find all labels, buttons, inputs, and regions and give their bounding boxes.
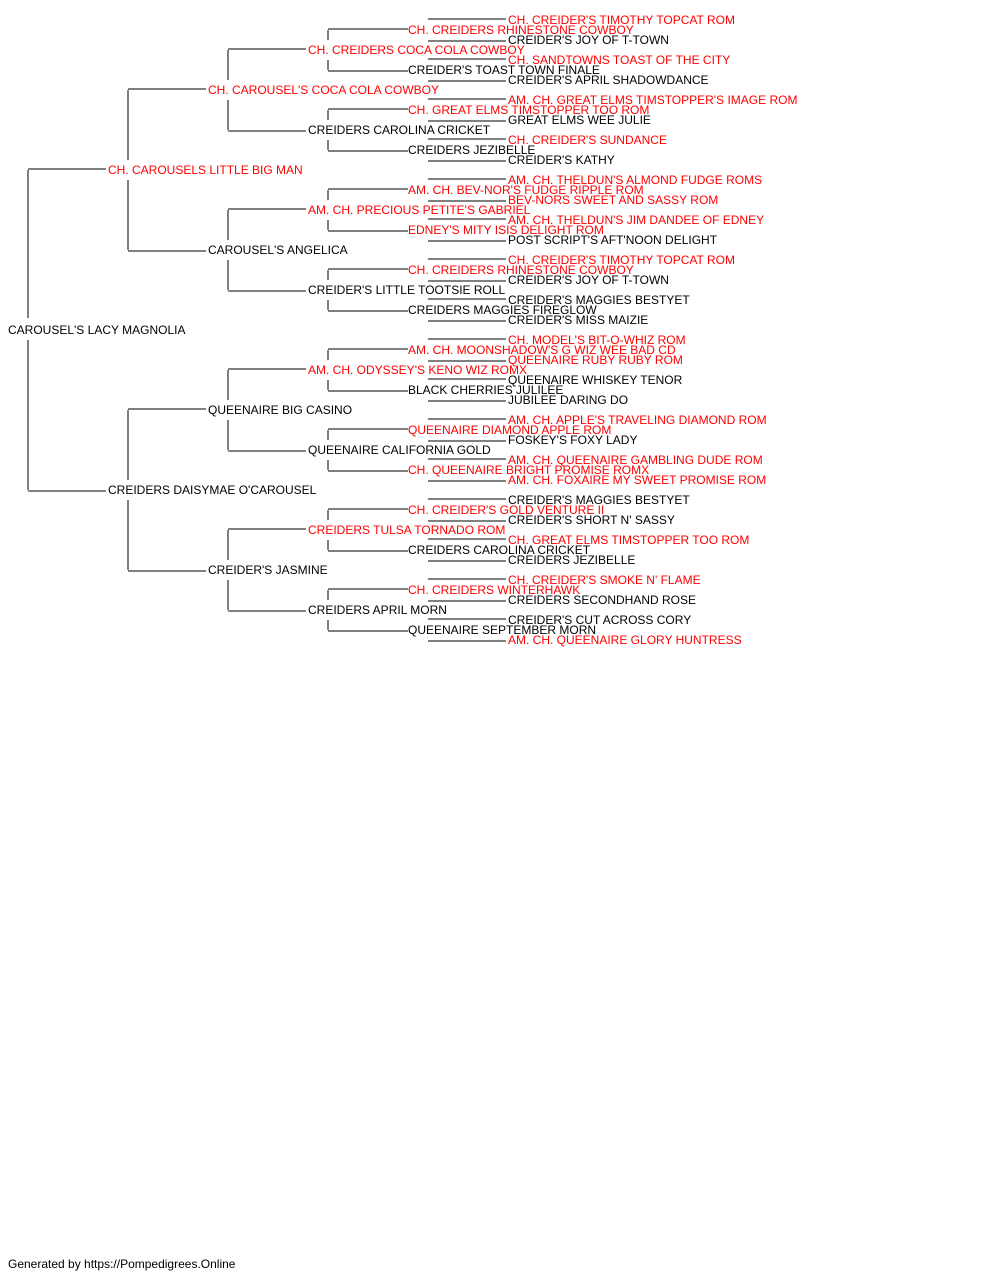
pedigree-name-sire-dam-dam-sire: CH. CREIDERS RHINESTONE COWBOY [408, 263, 634, 277]
pedigree-name-sire-sire-sire: CH. CREIDERS COCA COLA COWBOY [308, 43, 525, 57]
pedigree-name-sire-dam-dam: CREIDER'S LITTLE TOOTSIE ROLL [308, 283, 506, 297]
pedigree-name-sire-sire-dam: CREIDERS CAROLINA CRICKET [308, 123, 491, 137]
pedigree-name-dam-dam-sire-sire-sire: CREIDER'S MAGGIES BESTYET [508, 493, 690, 507]
pedigree-name-dam-dam-dam-sire-dam: CREIDERS SECONDHAND ROSE [508, 593, 696, 607]
pedigree-name-sire-sire-sire-sire-sire: CH. CREIDER'S TIMOTHY TOPCAT ROM [508, 13, 735, 27]
pedigree-name-dam-sire-sire-sire-dam: QUEENAIRE RUBY RUBY ROM [508, 353, 683, 367]
pedigree-name-dam-dam-dam-sire: CH. CREIDERS WINTERHAWK [408, 583, 580, 597]
pedigree-name-sire-dam: CAROUSEL'S ANGELICA [208, 243, 348, 257]
pedigree-name-sire-dam-dam-dam-dam: CREIDER'S MISS MAIZIE [508, 313, 648, 327]
pedigree-name-dam-sire-sire-dam-sire: QUEENAIRE WHISKEY TENOR [508, 373, 683, 387]
connector-lines [27, 18, 506, 642]
pedigree-name-sire-sire-dam-sire: CH. GREAT ELMS TIMSTOPPER TOO ROM [408, 103, 649, 117]
pedigree-name-dam-dam-sire-dam-sire: CH. GREAT ELMS TIMSTOPPER TOO ROM [508, 533, 749, 547]
pedigree-name-sire-sire-sire-dam: CREIDER'S TOAST TOWN FINALE [408, 63, 600, 77]
pedigree-name-dam-dam-dam-dam-dam: AM. CH. QUEENAIRE GLORY HUNTRESS [508, 633, 742, 647]
pedigree-name-dam-sire-dam-sire-sire: AM. CH. APPLE'S TRAVELING DIAMOND ROM [508, 413, 767, 427]
pedigree-name-dam: CREIDERS DAISYMAE O'CAROUSEL [108, 483, 317, 497]
pedigree-name-dam-sire-sire-sire-sire: CH. MODEL'S BIT-O-WHIZ ROM [508, 333, 686, 347]
pedigree-name-dam-sire-dam-sire: QUEENAIRE DIAMOND APPLE ROM [408, 423, 611, 437]
pedigree-name-dam-sire-sire: AM. CH. ODYSSEY'S KENO WIZ ROMX [308, 363, 527, 377]
pedigree-name-sire-sire: CH. CAROUSEL'S COCA COLA COWBOY [208, 83, 439, 97]
pedigree-name-sire-sire-sire-dam-dam: CREIDER'S APRIL SHADOWDANCE [508, 73, 709, 87]
pedigree-name-sire-sire-sire-dam-sire: CH. SANDTOWNS TOAST OF THE CITY [508, 53, 730, 67]
pedigree-name-subject: CAROUSEL'S LACY MAGNOLIA [8, 323, 185, 337]
pedigree-name-dam-sire-dam-dam: CH. QUEENAIRE BRIGHT PROMISE ROMX [408, 463, 649, 477]
pedigree-name-sire-sire-sire-sire: CH. CREIDERS RHINESTONE COWBOY [408, 23, 634, 37]
pedigree-name-dam-dam-sire-sire: CH. CREIDER'S GOLD VENTURE II [408, 503, 604, 517]
pedigree-name-sire-sire-dam-sire-sire: AM. CH. GREAT ELMS TIMSTOPPER'S IMAGE RO… [508, 93, 797, 107]
pedigree-name-sire-dam-dam-sire-dam: CREIDER'S JOY OF T-TOWN [508, 273, 669, 287]
pedigree-name-dam-dam-sire-dam-dam: CREIDERS JEZIBELLE [508, 553, 635, 567]
pedigree-name-sire-dam-sire: AM. CH. PRECIOUS PETITE'S GABRIEL [308, 203, 531, 217]
pedigree-name-dam-dam-dam-dam-sire: CREIDER'S CUT ACROSS CORY [508, 613, 691, 627]
generated-by-footer: Generated by https://Pompedigrees.Online [8, 1257, 236, 1271]
pedigree-name-dam-sire-dam-sire-dam: FOSKEY'S FOXY LADY [508, 433, 637, 447]
pedigree-name-sire: CH. CAROUSELS LITTLE BIG MAN [108, 163, 303, 177]
pedigree-name-sire-dam-sire-dam-dam: POST SCRIPT'S AFT'NOON DELIGHT [508, 233, 718, 247]
pedigree-name-dam-sire-dam: QUEENAIRE CALIFORNIA GOLD [308, 443, 491, 457]
pedigree-name-dam-sire-sire-sire: AM. CH. MOONSHADOW'S G WIZ WEE BAD CD [408, 343, 676, 357]
pedigree-name-sire-sire-dam-dam-sire: CH. CREIDER'S SUNDANCE [508, 133, 667, 147]
pedigree-name-dam-dam-sire-sire-dam: CREIDER'S SHORT N' SASSY [508, 513, 675, 527]
pedigree-name-dam-sire-dam-dam-dam: AM. CH. FOXAIRE MY SWEET PROMISE ROM [508, 473, 766, 487]
pedigree-name-dam-dam-dam: CREIDERS APRIL MORN [308, 603, 447, 617]
pedigree-name-dam-dam-dam-sire-sire: CH. CREIDER'S SMOKE N' FLAME [508, 573, 701, 587]
pedigree-name-dam-dam-dam-dam: QUEENAIRE SEPTEMBER MORN [408, 623, 596, 637]
pedigree-name-sire-sire-dam-sire-dam: GREAT ELMS WEE JULIE [508, 113, 651, 127]
pedigree-name-sire-dam-sire-dam-sire: AM. CH. THELDUN'S JIM DANDEE OF EDNEY [508, 213, 764, 227]
pedigree-name-sire-dam-dam-dam: CREIDERS MAGGIES FIREGLOW [408, 303, 597, 317]
pedigree-name-sire-dam-sire-dam: EDNEY'S MITY ISIS DELIGHT ROM [408, 223, 604, 237]
pedigree-name-dam-dam-sire-dam: CREIDERS CAROLINA CRICKET [408, 543, 591, 557]
pedigree-name-sire-dam-dam-dam-sire: CREIDER'S MAGGIES BESTYET [508, 293, 690, 307]
pedigree-name-sire-dam-sire-sire-sire: AM. CH. THELDUN'S ALMOND FUDGE ROMS [508, 173, 762, 187]
pedigree-name-sire-sire-dam-dam: CREIDERS JEZIBELLE [408, 143, 535, 157]
pedigree-name-dam-dam-sire: CREIDERS TULSA TORNADO ROM [308, 523, 505, 537]
name-labels: CAROUSEL'S LACY MAGNOLIA CH. CAROUSELS LI… [8, 13, 797, 647]
pedigree-name-sire-dam-sire-sire: AM. CH. BEV-NOR'S FUDGE RIPPLE ROM [408, 183, 644, 197]
pedigree-name-dam-sire-sire-dam-dam: JUBILEE DARING DO [508, 393, 628, 407]
pedigree-name-dam-sire-sire-dam: BLACK CHERRIES JULILEE [408, 383, 563, 397]
pedigree-name-dam-dam: CREIDER'S JASMINE [208, 563, 328, 577]
pedigree-name-sire-dam-sire-sire-dam: BEV-NORS SWEET AND SASSY ROM [508, 193, 718, 207]
pedigree-name-sire-sire-dam-dam-dam: CREIDER'S KATHY [508, 153, 615, 167]
pedigree-name-sire-dam-dam-sire-sire: CH. CREIDER'S TIMOTHY TOPCAT ROM [508, 253, 735, 267]
pedigree-name-dam-sire: QUEENAIRE BIG CASINO [208, 403, 352, 417]
pedigree-name-sire-sire-sire-sire-dam: CREIDER'S JOY OF T-TOWN [508, 33, 669, 47]
pedigree-name-dam-sire-dam-dam-sire: AM. CH. QUEENAIRE GAMBLING DUDE ROM [508, 453, 763, 467]
